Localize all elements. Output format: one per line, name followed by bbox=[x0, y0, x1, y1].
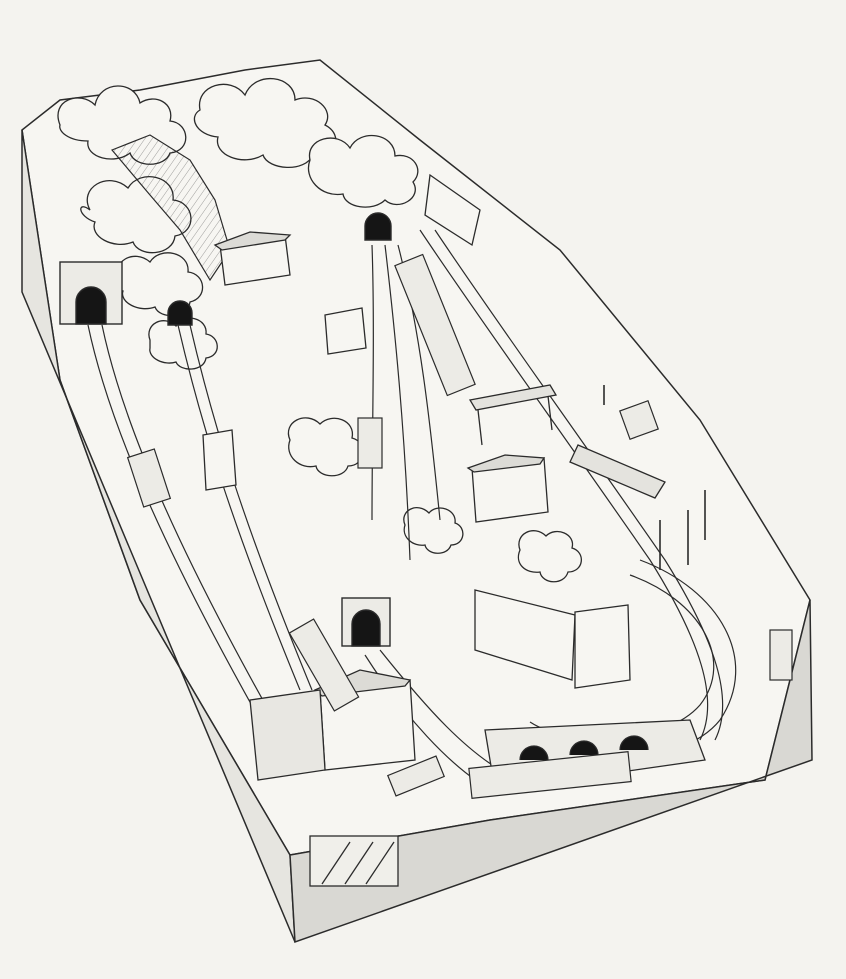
footbridge-pier-right bbox=[547, 395, 553, 431]
tunnel-portal-mid-mouth bbox=[167, 300, 193, 326]
track-right-main-b bbox=[434, 229, 724, 741]
building-village-row bbox=[474, 589, 576, 681]
tree-village-center bbox=[517, 530, 582, 583]
front-cutaway bbox=[309, 835, 399, 887]
board-front-side bbox=[289, 599, 813, 944]
cutaway-track-2 bbox=[344, 841, 374, 885]
footbridge-deck bbox=[468, 384, 558, 411]
track-left-main-b bbox=[101, 324, 275, 721]
buildings bbox=[202, 173, 666, 781]
tree-village-left bbox=[403, 507, 464, 554]
catenary-masts bbox=[603, 385, 706, 570]
rolling-stock bbox=[126, 253, 793, 799]
tunnel-portal-left-mouth bbox=[75, 286, 107, 325]
tunnel-portal-back-mouth bbox=[364, 212, 392, 241]
wagon-center-yard bbox=[357, 417, 383, 469]
building-signal-box-left bbox=[202, 429, 237, 491]
wagon-far-right bbox=[769, 629, 793, 681]
footbridge bbox=[468, 384, 558, 446]
arch-2 bbox=[569, 740, 599, 756]
footbridge-pier-left bbox=[477, 409, 483, 446]
tunnel-portal-front-mouth bbox=[351, 609, 381, 647]
tree-cluster-back-right bbox=[307, 134, 419, 208]
building-hillside-station-roof bbox=[213, 231, 292, 251]
building-village-corner bbox=[574, 604, 631, 689]
train-front-platform bbox=[288, 618, 360, 712]
cutaway-track-1 bbox=[321, 841, 351, 885]
bus-front bbox=[386, 755, 446, 797]
track-center-yard-b bbox=[384, 244, 411, 561]
arch-1 bbox=[519, 745, 549, 761]
building-town-station-roof bbox=[466, 454, 546, 473]
tree-cluster-left-lower bbox=[111, 252, 204, 317]
building-front-shed bbox=[249, 689, 326, 781]
building-engine-shed bbox=[424, 173, 481, 247]
train-back-right bbox=[394, 253, 476, 397]
arch-3 bbox=[619, 735, 649, 751]
cutaway-window bbox=[309, 835, 399, 887]
building-platform-canopy bbox=[569, 444, 666, 499]
wagon-right-edge bbox=[619, 400, 659, 440]
locomotive-front bbox=[468, 751, 632, 799]
wagon-left-track bbox=[126, 448, 172, 508]
track-center-yard-a bbox=[371, 244, 374, 521]
cutaway-track-3 bbox=[365, 841, 395, 885]
building-small-house-center bbox=[324, 307, 367, 355]
tunnel-portals bbox=[59, 212, 392, 647]
track-right-main-a bbox=[419, 229, 709, 741]
